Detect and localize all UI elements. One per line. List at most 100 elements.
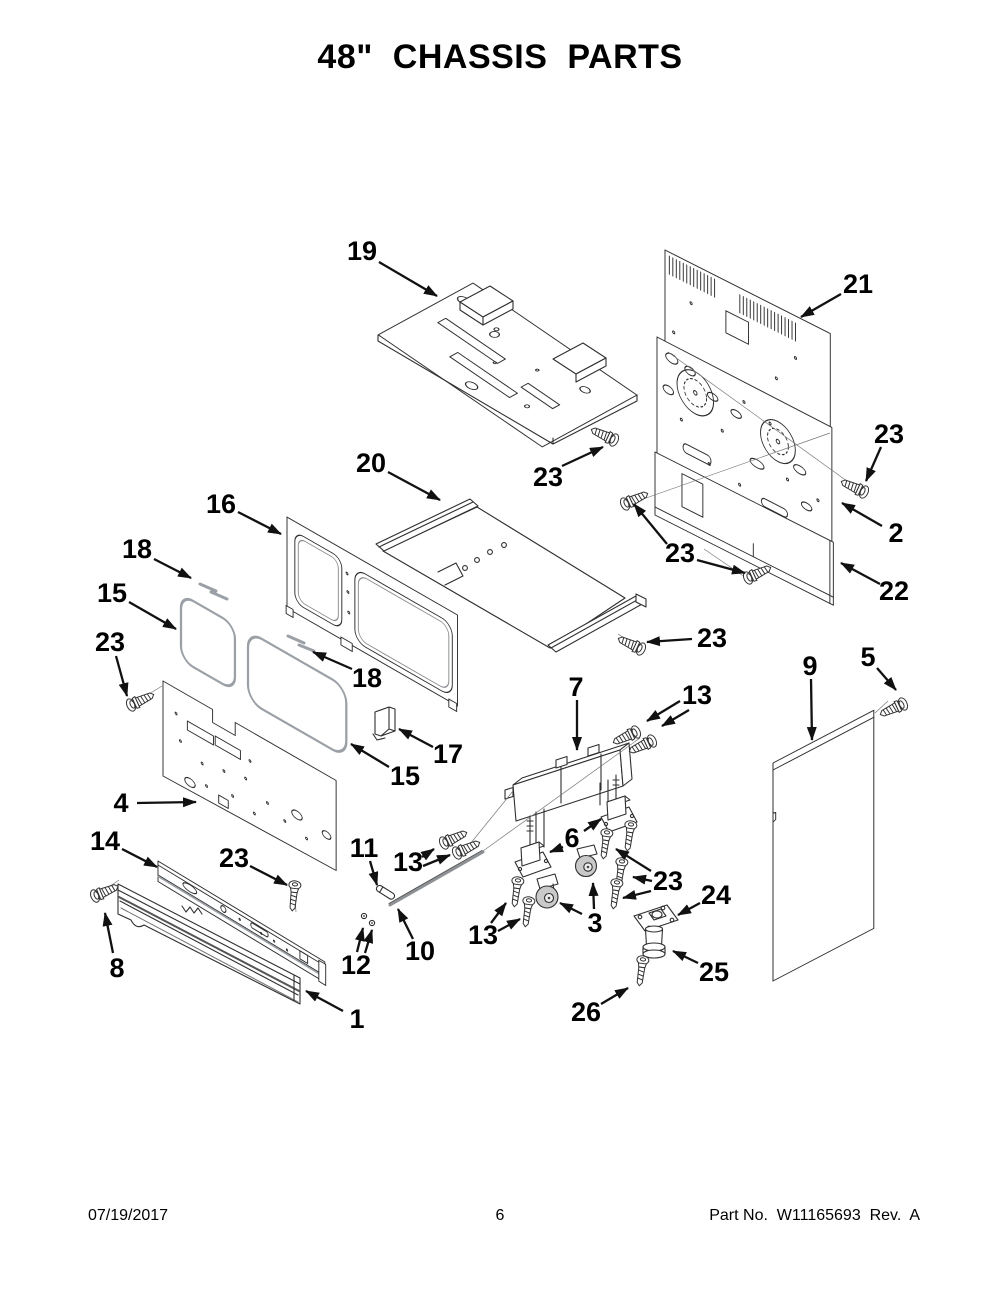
part-25-leg — [642, 925, 666, 959]
callout-arrow-17 — [398, 727, 434, 749]
callout-arrow-5 — [876, 667, 897, 691]
callout-arrow-23 — [561, 445, 604, 468]
callout-arrow-15 — [350, 743, 390, 768]
screw-pan-13 — [507, 875, 525, 909]
callout-arrow-13 — [420, 848, 435, 861]
callout-arrow-23 — [632, 874, 653, 885]
callout-arrow-13 — [646, 700, 681, 722]
part-16-oven-front-frame — [285, 516, 458, 713]
screw-hex-23 — [615, 632, 648, 658]
part-1-kickplate — [117, 883, 301, 1005]
callout-arrow-14 — [121, 847, 158, 869]
callout-arrow-26 — [600, 987, 629, 1005]
part-12-washers — [360, 912, 376, 927]
callout-arrow-11 — [368, 860, 379, 886]
callout-label-13: 13 — [682, 680, 712, 710]
screw-hex-23 — [618, 487, 651, 513]
callout-label-23: 23 — [219, 843, 249, 873]
part-21-rear-vent-panel — [664, 249, 831, 451]
callout-arrow-23 — [249, 864, 288, 887]
part-10-rod — [388, 850, 485, 907]
callout-label-16: 16 — [206, 489, 236, 519]
callout-label-3: 3 — [587, 908, 602, 938]
callout-arrow-15 — [128, 601, 177, 630]
part-18-gasket-strip-upper — [198, 582, 229, 601]
callout-label-8: 8 — [109, 953, 124, 983]
part-15-gasket-large — [246, 635, 348, 753]
part-14-support-rail — [157, 860, 327, 987]
callout-arrow-23 — [646, 636, 693, 647]
part-24-leg-mount-plate — [633, 904, 679, 932]
footer-date: 07/19/2017 — [88, 1207, 169, 1224]
callout-label-12: 12 — [341, 950, 371, 980]
screw-pan-23 — [606, 877, 624, 911]
screw-hex-8 — [88, 879, 122, 905]
callout-label-13: 13 — [468, 920, 498, 950]
callout-arrow-13 — [490, 902, 507, 924]
page-title: 48" CHASSIS PARTS — [317, 38, 683, 76]
callout-arrow-18 — [312, 650, 353, 671]
callout-arrow-4 — [136, 797, 197, 808]
callout-label-1: 1 — [349, 1004, 364, 1034]
callout-arrow-21 — [800, 293, 842, 318]
part-15-gasket-small — [179, 597, 237, 688]
callout-label-15: 15 — [390, 761, 420, 791]
callout-arrow-1 — [305, 989, 344, 1013]
part-6-caster-bracket-right — [600, 795, 638, 833]
part-4-side-panel — [162, 680, 337, 872]
callout-label-26: 26 — [571, 997, 601, 1027]
callout-label-6: 6 — [564, 823, 579, 853]
callout-label-13: 13 — [393, 847, 423, 877]
callout-label-23: 23 — [697, 623, 727, 653]
callout-label-9: 9 — [802, 651, 817, 681]
part-18-gasket-strip-lower — [286, 634, 316, 653]
callout-label-23: 23 — [95, 627, 125, 657]
callout-arrow-24 — [677, 901, 701, 917]
callout-arrow-16 — [237, 510, 282, 536]
callout-label-7: 7 — [568, 672, 583, 702]
callout-arrow-19 — [378, 261, 438, 297]
part-22-lower-rear-panel — [654, 451, 834, 606]
screw-pan-13 — [518, 895, 536, 929]
callout-arrow-12 — [363, 929, 374, 954]
part-20-shelf — [375, 498, 647, 653]
screw-hex-5 — [877, 695, 910, 721]
callout-arrow-23 — [696, 558, 746, 575]
callout-label-21: 21 — [843, 269, 873, 299]
callout-arrow-23 — [622, 889, 652, 900]
part-7-burner-box-bracket — [504, 742, 633, 851]
callout-arrow-22 — [840, 561, 881, 586]
callout-arrow-10 — [396, 908, 415, 940]
callout-label-11: 11 — [350, 833, 379, 863]
callout-arrow-23 — [114, 655, 129, 697]
callout-label-20: 20 — [356, 448, 386, 478]
callout-label-22: 22 — [879, 576, 909, 606]
callout-label-19: 19 — [347, 236, 377, 266]
screw-pan-23 — [285, 879, 302, 912]
callout-label-14: 14 — [90, 826, 120, 856]
callout-label-10: 10 — [405, 936, 435, 966]
part-11-sleeve — [375, 884, 396, 900]
callout-arrow-6 — [549, 842, 564, 854]
callout-label-18: 18 — [122, 534, 152, 564]
callout-arrow-18 — [153, 557, 192, 580]
part-19-top-panel — [377, 282, 638, 448]
part-3-caster-left — [535, 873, 559, 909]
callout-arrow-2 — [841, 502, 883, 527]
callout-arrow-3 — [588, 882, 599, 910]
callout-arrow-23 — [633, 503, 668, 545]
callout-label-23: 23 — [653, 866, 683, 896]
part-3-caster-center — [574, 844, 598, 878]
callout-arrow-12 — [354, 927, 365, 953]
callout-arrow-8 — [102, 912, 115, 954]
callout-arrow-9 — [806, 678, 817, 741]
callout-label-23: 23 — [874, 419, 904, 449]
callout-label-25: 25 — [699, 957, 729, 987]
callout-label-15: 15 — [97, 578, 127, 608]
callout-arrow-20 — [387, 470, 441, 502]
callout-label-2: 2 — [888, 518, 903, 548]
part-6-caster-bracket-left — [514, 841, 552, 878]
